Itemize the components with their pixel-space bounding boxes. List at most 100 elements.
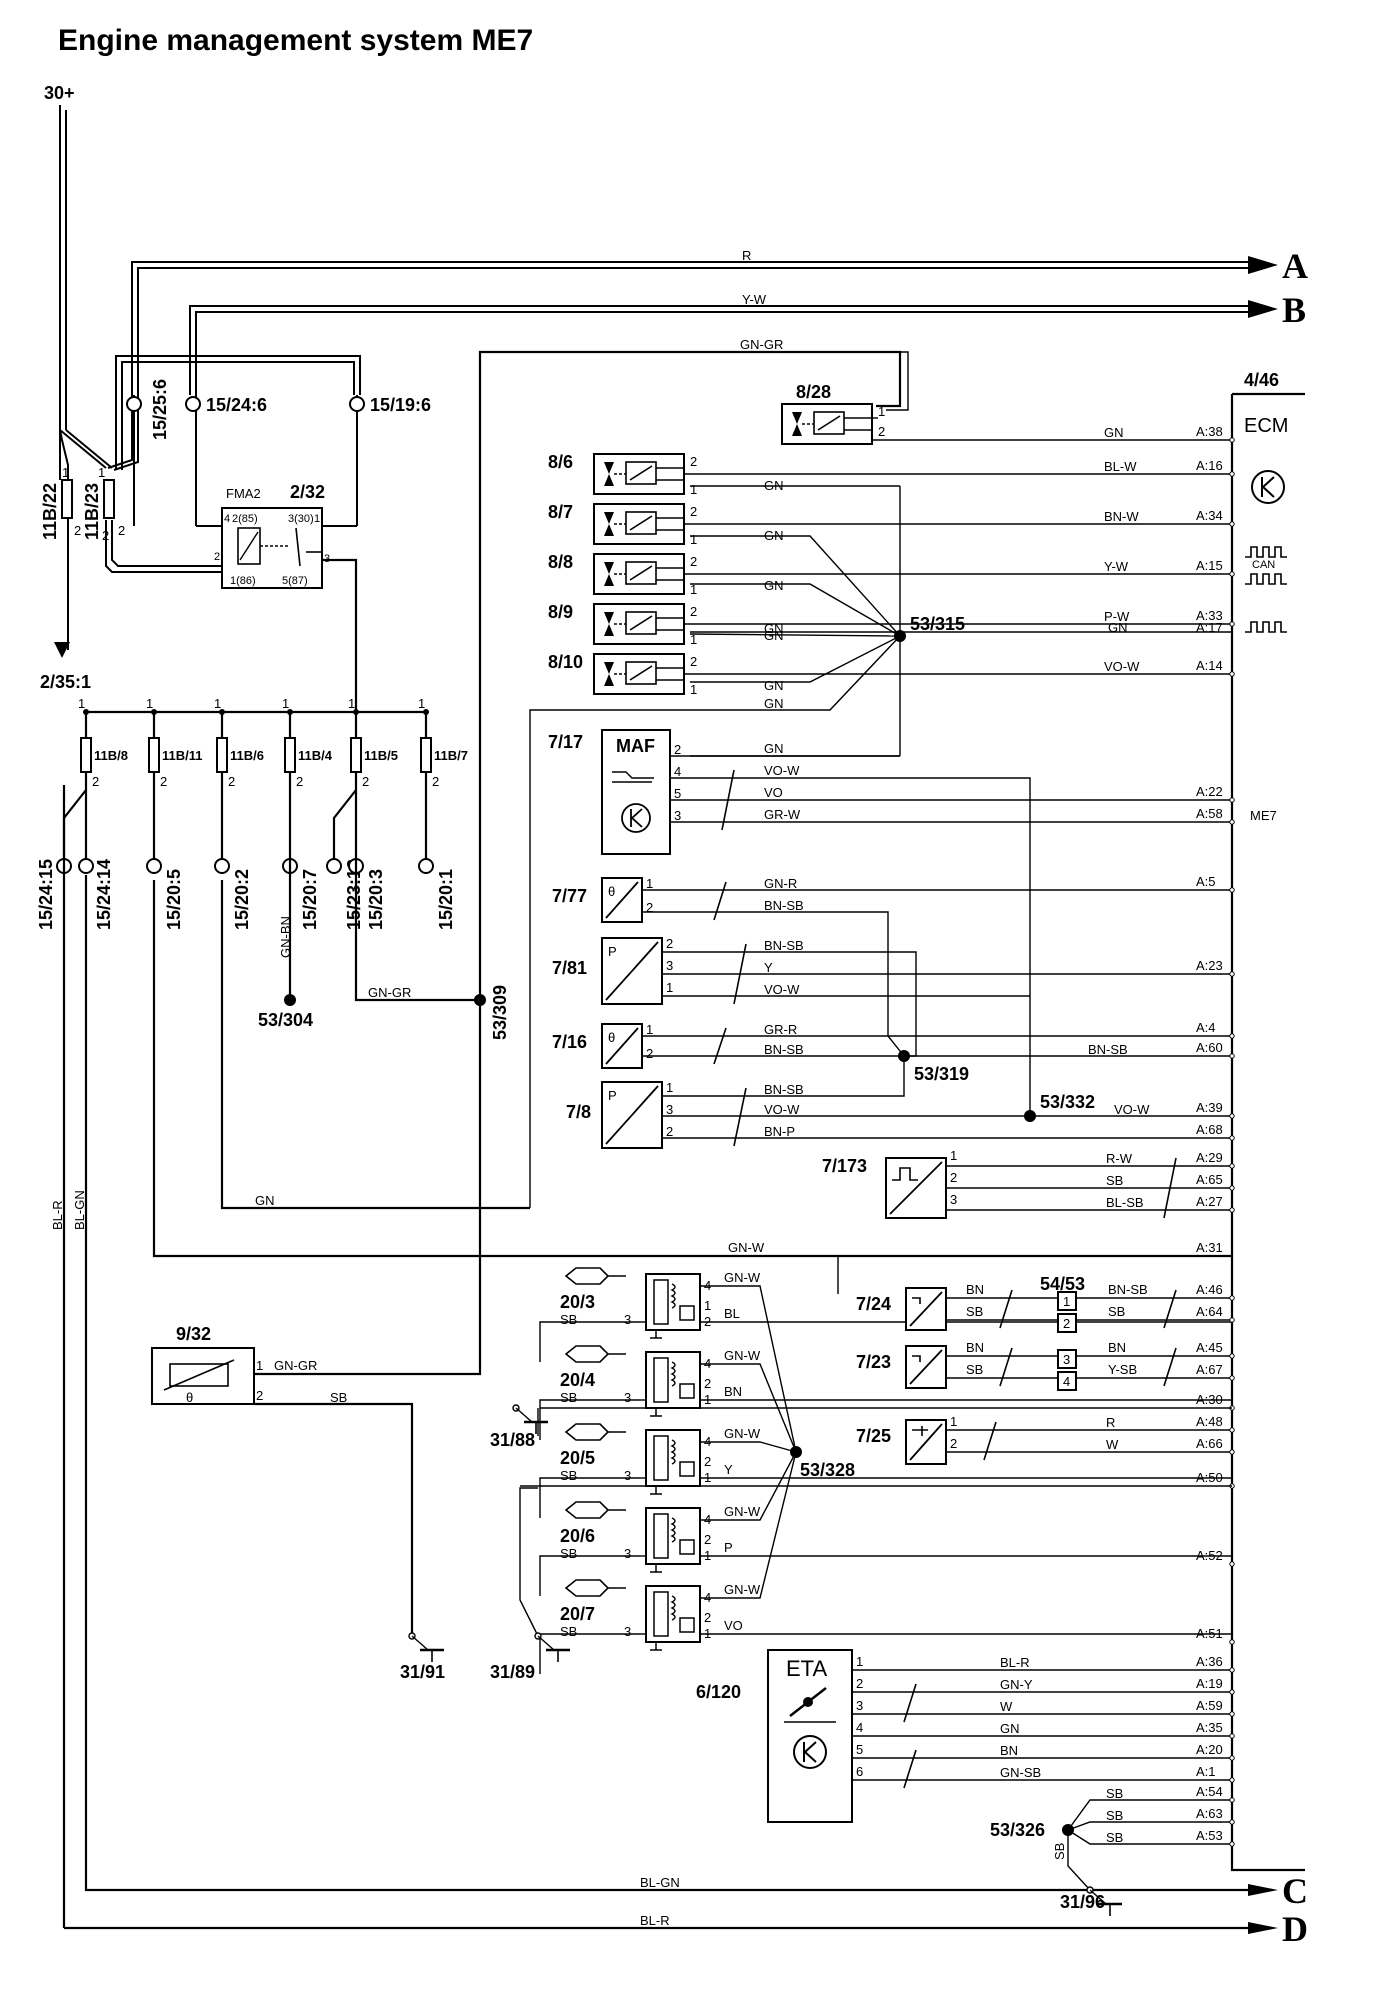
fuse-pin: 1 — [418, 696, 425, 711]
wire-label: BN — [1000, 1743, 1018, 1758]
wire-label: SB — [966, 1304, 983, 1319]
ecm-pin-A:54: A:54 — [1196, 1784, 1223, 1799]
fuse-pin: 2 — [92, 774, 99, 789]
pin: 4 — [856, 1720, 863, 1735]
svg-text:15/20:2: 15/20:2 — [232, 869, 252, 930]
ecm-pin-A:29: A:29 — [1196, 1150, 1223, 1165]
pin: 3 — [1063, 1352, 1070, 1367]
pin: 1 — [690, 632, 697, 647]
wire-label-blr-left: BL-R — [50, 1200, 65, 1230]
wire-gn-w-long — [152, 880, 1232, 1258]
pin: 3 — [624, 1390, 631, 1405]
pin: 2 — [690, 454, 697, 469]
splice-label-53-332: 53/332 — [1040, 1092, 1095, 1112]
arrow-d — [1248, 1922, 1278, 1934]
svg-text:CAN: CAN — [1252, 559, 1275, 571]
wire-label: SB — [1106, 1830, 1123, 1845]
wire-label: GN-W — [724, 1348, 761, 1363]
wire-label: VO-W — [1114, 1102, 1150, 1117]
svg-text:15/25:6: 15/25:6 — [150, 379, 170, 440]
arrow-c — [1248, 1884, 1278, 1896]
ecm-pin-A:45: A:45 — [1196, 1340, 1223, 1355]
wire-r-to-a — [107, 261, 1248, 471]
pin: 2 — [950, 1170, 957, 1185]
connector-d: D — [1282, 1909, 1308, 1949]
splice-53-315 — [894, 630, 906, 642]
wire-label-blr: BL-R — [640, 1913, 670, 1928]
feed-loop — [105, 355, 361, 573]
pin: 3 — [856, 1698, 863, 1713]
svg-text:ECM: ECM — [1244, 415, 1288, 437]
wire-label: BN — [1108, 1340, 1126, 1355]
ecm-pin-A:63: A:63 — [1196, 1806, 1223, 1821]
wire-label: SB — [560, 1312, 577, 1327]
pin: 1 — [856, 1654, 863, 1669]
pin: 2 — [666, 1124, 673, 1139]
ecm-pin-a58: A:58 — [1196, 806, 1223, 821]
pin: 6 — [856, 1764, 863, 1779]
wire-label: Y — [724, 1462, 733, 1477]
sensor-label: 7/173 — [822, 1156, 867, 1176]
pin: 2 — [690, 654, 697, 669]
svg-text:FMA2: FMA2 — [226, 486, 261, 501]
wire-label-gngr-mid: GN-GR — [368, 985, 411, 1000]
ecm-pin-A:33: A:33 — [1196, 608, 1223, 623]
injector-label: 8/28 — [796, 382, 831, 402]
fuse-label: 11B/8 — [94, 748, 128, 763]
pin: 3 — [624, 1312, 631, 1327]
wire-label: GR-W — [764, 807, 801, 822]
wire-label: GN — [764, 678, 784, 693]
coil-feed-wires: 53/328 — [519, 1256, 855, 1637]
fuse-pin: 1 — [214, 696, 221, 711]
splice-53-304 — [284, 994, 296, 1006]
svg-text:15/24:15: 15/24:15 — [36, 859, 56, 930]
ecm-pin-A:19: A:19 — [1196, 1676, 1223, 1691]
wire-label: BN-SB — [764, 898, 804, 913]
pin: 2 — [666, 936, 673, 951]
pin: 2 — [878, 424, 885, 439]
ecm-pin-A:1: A:1 — [1196, 1764, 1216, 1779]
svg-text:1: 1 — [98, 465, 105, 480]
ecm-pin-a4: A:4 — [1196, 1020, 1216, 1035]
terminal-15-24-6: 15/24:6 — [185, 395, 267, 415]
fuse-label: 11B/11 — [162, 748, 203, 763]
injector-label: 8/8 — [548, 552, 573, 572]
svg-text:1(86): 1(86) — [230, 575, 256, 587]
wire-label: SB — [560, 1468, 577, 1483]
wire-label: SB — [966, 1362, 983, 1377]
wire-label: BN-SB — [764, 1082, 804, 1097]
svg-text:2: 2 — [256, 1388, 263, 1403]
wire-label: GN-W — [724, 1270, 761, 1285]
terminal-branches — [62, 789, 428, 860]
splice-label-53-326: 53/326 — [990, 1820, 1045, 1840]
wire-label: VO — [724, 1618, 743, 1633]
pin: 1 — [690, 482, 697, 497]
ground-31-96: 31/96 — [1060, 1886, 1122, 1916]
ground-31-88: 31/88 — [490, 1404, 548, 1450]
terminal-15-20-3: 15/20:3 — [348, 858, 386, 930]
wire-label: SB — [1106, 1173, 1123, 1188]
svg-text:2/32: 2/32 — [290, 482, 325, 502]
ecm-pin-A:34: A:34 — [1196, 508, 1223, 523]
fuse-pin: 2 — [228, 774, 235, 789]
wire-label-gngr-top: GN-GR — [740, 337, 783, 352]
wire-label: BN-SB — [1108, 1282, 1148, 1297]
pin: 2 — [704, 1532, 711, 1547]
fuse-pin: 1 — [282, 696, 289, 711]
junction-label: 54/53 — [1040, 1274, 1085, 1294]
coil-label: 20/5 — [560, 1448, 595, 1468]
fuse-pin: 1 — [146, 696, 153, 711]
